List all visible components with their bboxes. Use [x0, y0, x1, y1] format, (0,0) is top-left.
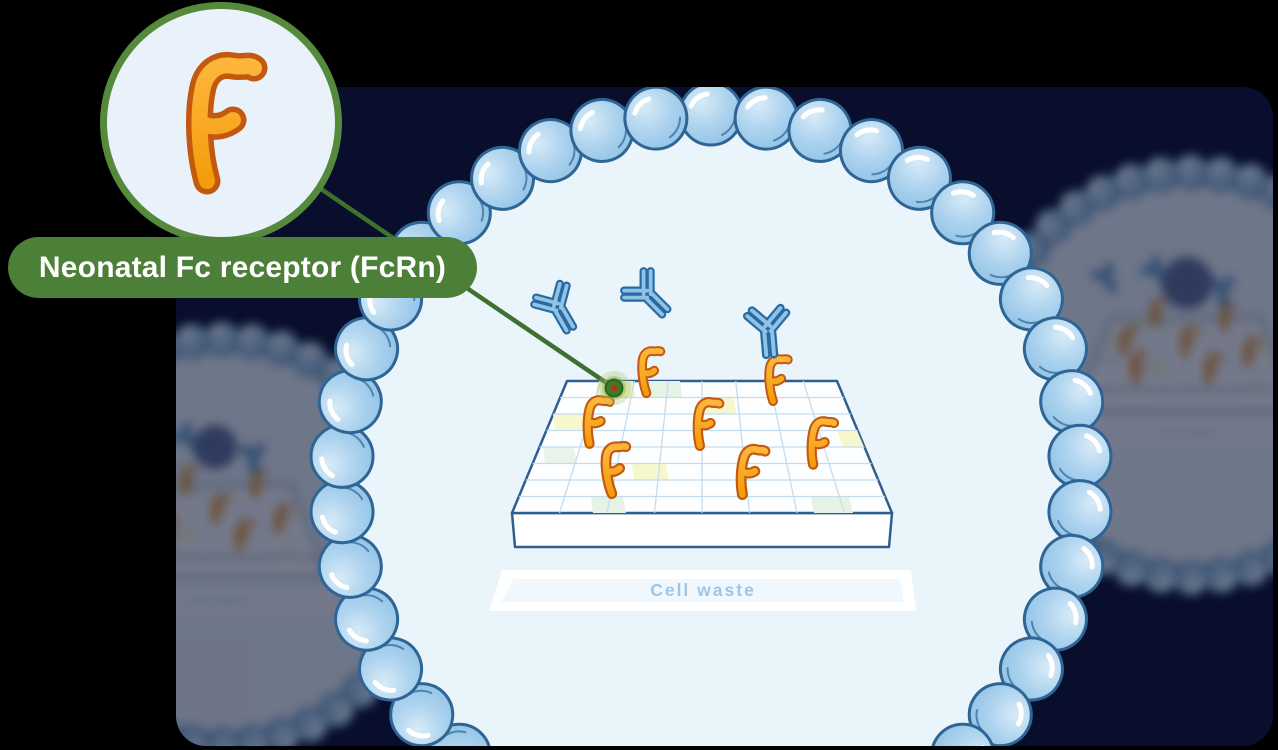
- fcrn-receptor-icon-large: [163, 43, 279, 203]
- callout-label-text: Neonatal Fc receptor (FcRn): [38, 250, 447, 284]
- background-cell-left: [1, 321, 443, 750]
- callout-magnifier-circle: [100, 2, 342, 244]
- background-cell-right: [970, 154, 1278, 595]
- bg-vesicle-right: [1161, 257, 1213, 309]
- callout-label: Neonatal Fc receptor (FcRn): [8, 237, 477, 298]
- bg-vesicle-left: [193, 425, 237, 469]
- callout-target-dot: [597, 371, 631, 405]
